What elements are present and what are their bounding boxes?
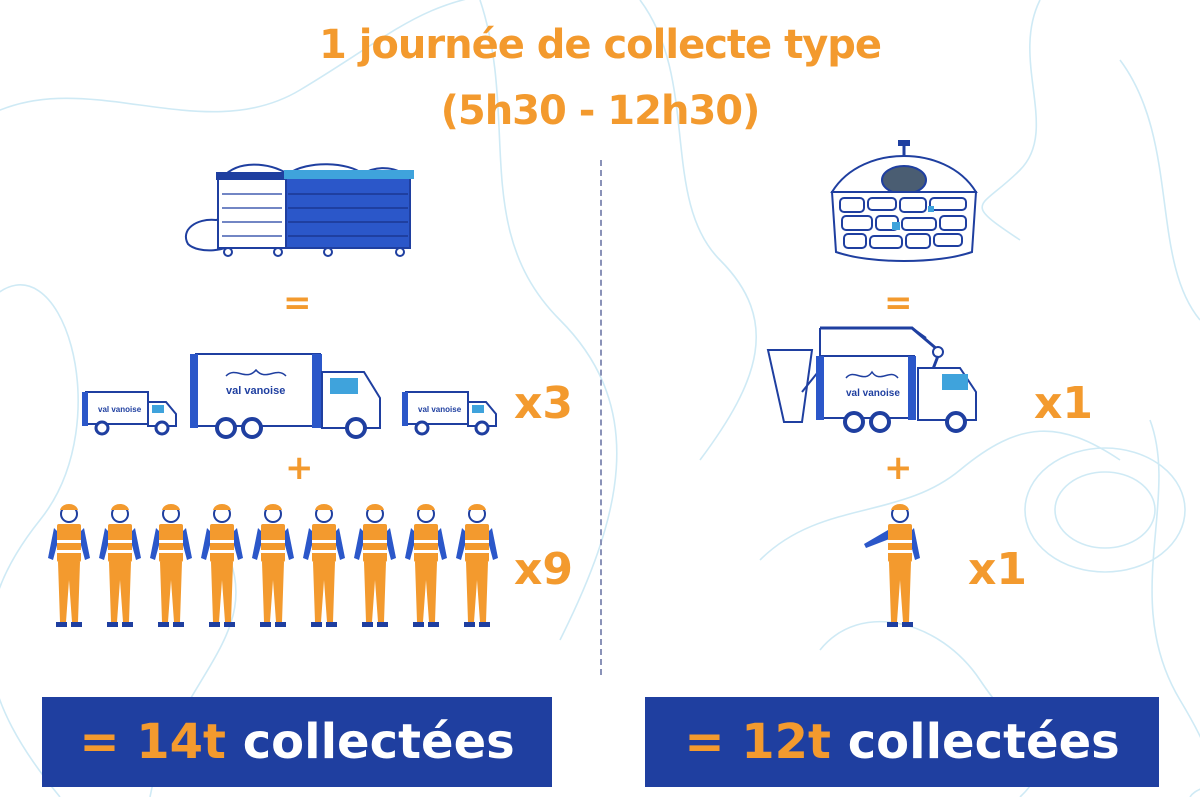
worker-icon bbox=[200, 503, 244, 628]
svg-text:val vanoise: val vanoise bbox=[418, 405, 462, 414]
worker-icon bbox=[47, 503, 91, 628]
large-truck-icon: val vanoise bbox=[190, 353, 381, 439]
worker-multiplier-left: x9 bbox=[514, 544, 573, 595]
result-banner-right: = 12t collectées bbox=[645, 697, 1159, 787]
svg-text:val vanoise: val vanoise bbox=[226, 385, 285, 397]
worker-icon bbox=[149, 503, 193, 628]
result-tonnage: 12t bbox=[741, 714, 831, 770]
center-divider bbox=[600, 160, 602, 675]
small-truck-icon: val vanoise bbox=[82, 391, 177, 436]
page-subtitle-hours: (5h30 - 12h30) bbox=[440, 88, 761, 134]
worker-icon bbox=[864, 504, 920, 627]
dumpster-icon bbox=[185, 163, 414, 257]
result-label: collectées bbox=[242, 714, 515, 770]
worker-icon bbox=[455, 503, 499, 628]
worker-group-icon bbox=[47, 503, 499, 628]
result-equals: = bbox=[79, 714, 120, 770]
equals-sign-left: = bbox=[283, 283, 312, 323]
result-banner-left: = 14t collectées bbox=[42, 697, 552, 787]
worker-icon bbox=[353, 503, 397, 628]
svg-text:val vanoise: val vanoise bbox=[98, 405, 142, 414]
equals-sign-right: = bbox=[884, 283, 913, 323]
worker-icon bbox=[98, 503, 142, 628]
plus-sign-right: + bbox=[884, 448, 913, 488]
crane-truck-icon: val vanoise bbox=[766, 326, 977, 433]
svg-text:val vanoise: val vanoise bbox=[846, 388, 900, 399]
page-title: 1 journée de collecte type bbox=[318, 22, 882, 68]
plus-sign-left: + bbox=[285, 448, 314, 488]
stone-container-icon bbox=[830, 140, 978, 262]
truck-icon: val vanoise val vanoise val vanoise bbox=[82, 353, 497, 439]
result-tonnage: 14t bbox=[136, 714, 226, 770]
worker-icon bbox=[302, 503, 346, 628]
result-equals: = bbox=[684, 714, 725, 770]
worker-icon bbox=[404, 503, 448, 628]
truck-multiplier-right: x1 bbox=[1034, 378, 1093, 429]
small-truck-icon-2: val vanoise bbox=[402, 391, 497, 436]
result-label: collectées bbox=[847, 714, 1120, 770]
worker-multiplier-right: x1 bbox=[968, 544, 1027, 595]
worker-icon bbox=[251, 503, 295, 628]
truck-multiplier-left: x3 bbox=[514, 378, 573, 429]
